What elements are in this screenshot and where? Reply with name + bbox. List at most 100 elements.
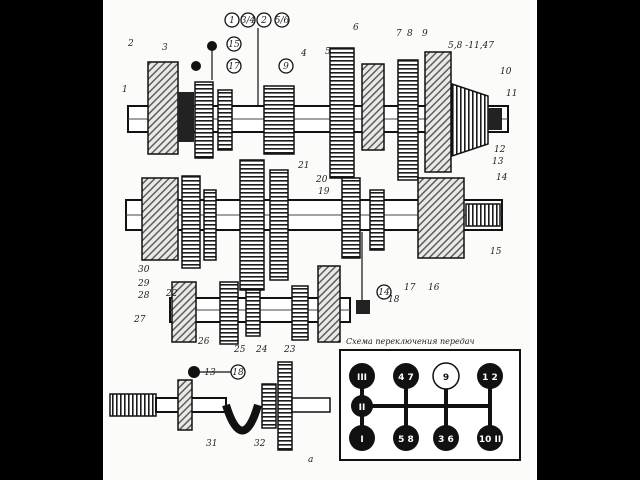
callout-19: 19	[318, 187, 330, 197]
dot-upper-2	[191, 61, 201, 71]
shift-diagram: Схема переключения передач III 4 7 9 1 2…	[339, 337, 521, 461]
callout-6: 6	[353, 23, 359, 33]
svg-text:9: 9	[443, 373, 449, 383]
callout-5: 5	[325, 47, 331, 57]
diagram-sheet: 1 2 3 4 5 6 7 8 9 10 11 12 13 14 15 16 1…	[103, 0, 537, 480]
svg-text:2: 2	[260, 16, 267, 26]
part-callouts: 1 2 3 4 5 6 7 8 9 10 11 12 13 14 15 16 1…	[122, 23, 517, 449]
callout-16: 16	[428, 283, 440, 293]
svg-text:15: 15	[228, 40, 240, 50]
gear-low-3	[291, 285, 309, 341]
svg-text:3 6: 3 6	[438, 435, 454, 445]
shift-pos-12: 1 2	[477, 363, 503, 389]
gear-low-1	[219, 281, 239, 345]
svg-text:3/4: 3/4	[241, 16, 256, 26]
header-note: 5,8 -11,47	[448, 41, 494, 51]
gear-mid-6	[369, 189, 385, 251]
callout-1: 1	[122, 85, 128, 95]
callout-9: 9	[422, 29, 428, 39]
pto-shaft-assembly	[109, 361, 331, 451]
shift-diagram-title: Схема переключения передач	[346, 337, 475, 346]
shift-pos-II: II	[351, 395, 373, 417]
shift-pos-36: 3 6	[433, 425, 459, 451]
gear-upper-5	[397, 59, 419, 181]
svg-text:1 2: 1 2	[482, 373, 498, 383]
shaft-nut-upper	[488, 108, 502, 130]
callout-29: 29	[137, 279, 150, 289]
svg-text:II: II	[359, 403, 366, 413]
marker-18: 18	[230, 364, 246, 380]
gear-upper-2	[217, 89, 233, 151]
svg-text:5 8: 5 8	[398, 435, 414, 445]
callout-11: 11	[506, 89, 517, 99]
gear-mid-3	[239, 159, 265, 291]
shift-pos-47: 4 7	[393, 363, 419, 389]
svg-text:17: 17	[228, 62, 240, 72]
callout-14: 14	[496, 173, 508, 183]
svg-text:4 7: 4 7	[398, 373, 414, 383]
figure-letter: а	[308, 455, 313, 465]
shift-pos-58: 5 8	[393, 425, 419, 451]
callout-31: 31	[206, 439, 217, 449]
housing-left-low	[171, 281, 197, 343]
callout-27: 27	[133, 315, 146, 325]
bevel-pinion	[451, 82, 489, 158]
gear-low-2	[245, 289, 261, 337]
svg-text:10 II: 10 II	[479, 435, 501, 445]
callout-2: 2	[127, 39, 134, 49]
gear-mid-4	[269, 169, 289, 281]
pto-gear-1	[261, 383, 277, 429]
gear-upper-4	[329, 47, 355, 179]
shift-pos-I: I	[349, 425, 375, 451]
callout-13: 13	[492, 157, 504, 167]
callout-28: 28	[137, 291, 150, 301]
callout-23: 23	[283, 345, 296, 355]
housing-left-mid	[141, 177, 179, 261]
bearing-left-upper	[178, 92, 194, 142]
dot-upper-1	[207, 41, 217, 51]
shift-pos-10: 10 II	[477, 425, 503, 451]
callout-24: 24	[255, 345, 268, 355]
svg-text:13: 13	[204, 368, 216, 378]
callout-30: 30	[138, 265, 150, 275]
callout-12: 12	[494, 145, 506, 155]
callout-18: 18	[388, 295, 400, 305]
gearbox-kinematic-diagram: 1 2 3 4 5 6 7 8 9 10 11 12 13 14 15 16 1…	[109, 12, 521, 465]
flow-markers: 1 3/4 2 5/6 15 17 9 14	[188, 12, 392, 380]
callout-17: 17	[404, 283, 416, 293]
callout-3: 3	[162, 43, 168, 53]
housing-left-upper	[147, 61, 179, 155]
pto-gear-2	[277, 361, 293, 451]
gear-mid-2	[203, 189, 217, 261]
callout-21: 21	[297, 161, 309, 171]
housing-mid-upper	[361, 63, 385, 151]
spline-end-mid	[465, 203, 501, 227]
svg-text:III: III	[357, 373, 367, 383]
marker-1: 1	[224, 12, 240, 28]
upper-shaft-assembly	[127, 47, 509, 181]
lower-shaft-assembly	[169, 265, 351, 345]
gear-mid-5	[341, 177, 361, 259]
pto-spline	[109, 393, 157, 417]
gear-mid-1	[181, 175, 201, 269]
callout-32: 32	[254, 439, 266, 449]
callout-22: 22	[165, 289, 178, 299]
callout-8: 8	[407, 29, 413, 39]
pto-crank	[222, 403, 262, 435]
marker-3-4: 3/4	[240, 12, 256, 28]
middle-shaft-assembly	[125, 159, 503, 291]
callout-20: 20	[315, 175, 328, 185]
marker-17: 17	[226, 58, 242, 74]
marker-9: 9	[278, 58, 294, 74]
callout-10: 10	[500, 67, 512, 77]
gear-upper-1	[194, 81, 214, 159]
pto-shaft-end	[291, 397, 331, 413]
gear-upper-3	[263, 85, 295, 155]
marker-2: 2	[256, 12, 272, 28]
shift-pos-9: 9	[432, 362, 460, 390]
marker-13: 13	[188, 366, 216, 378]
svg-text:9: 9	[283, 62, 289, 72]
shift-pos-III: III	[349, 363, 375, 389]
svg-text:5/6: 5/6	[275, 16, 290, 26]
marker-15: 15	[226, 36, 242, 52]
